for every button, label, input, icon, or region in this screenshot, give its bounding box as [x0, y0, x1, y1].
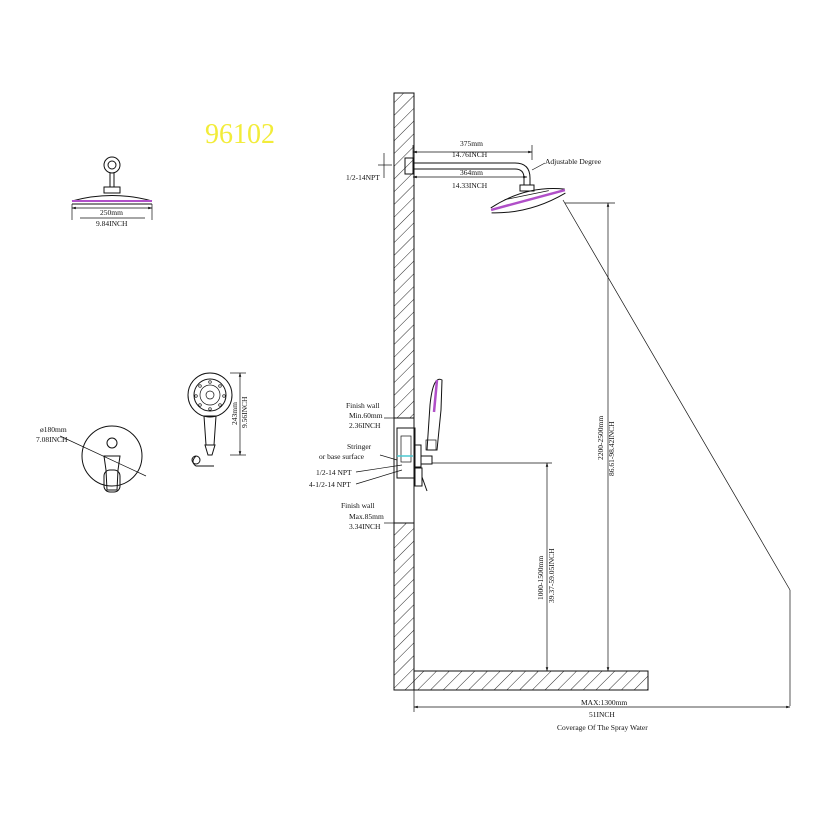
npt-four-label: 4-1/2-14 NPT	[309, 480, 351, 489]
finish-wall-max-inch: 3.34INCH	[349, 522, 381, 531]
rain-head-side	[490, 188, 566, 214]
arm-reach-mm: 364mm	[460, 168, 483, 177]
trim-diameter-mm: ø180mm	[40, 425, 67, 434]
coverage-in: 51INCH	[589, 710, 615, 719]
model-number: 96102	[205, 119, 275, 150]
hand-length-in: 9.56INCH	[240, 396, 249, 428]
valve-height-in: 39.37-59.05INCH	[547, 548, 556, 603]
finish-wall-max-value: Max.85mm	[349, 512, 384, 521]
rain-head-view	[71, 156, 153, 220]
coverage-mm: MAX:1300mm	[581, 698, 627, 707]
coverage-text: Coverage Of The Spray Water	[557, 723, 648, 732]
head-height-mm: 2200-2500mm	[596, 416, 605, 460]
stringer-sub-label: or base surface	[319, 452, 365, 461]
hand-shower-side	[425, 378, 443, 451]
arm-npt-label: 1/2-14NPT	[346, 173, 380, 182]
hand-length-mm: 243mm	[230, 402, 239, 425]
finish-wall-cavity	[393, 417, 415, 524]
head-width-mm: 250mm	[100, 208, 123, 217]
npt-half-label: 1/2-14 NPT	[316, 468, 352, 477]
adjustable-degree-label: Adjustable Degree	[545, 157, 602, 166]
head-width-in: 9.84INCH	[96, 219, 128, 228]
mixing-valve	[396, 427, 433, 492]
shower-arm	[378, 145, 535, 192]
head-height-in: 86.61-98.42INCH	[607, 421, 616, 476]
finish-wall-min-value: Min.60mm	[349, 411, 383, 420]
finish-wall-min-inch: 2.36INCH	[349, 421, 381, 430]
valve-height-mm: 1000-1500mm	[536, 556, 545, 600]
finish-wall-min-title: Finish wall	[346, 401, 380, 410]
arm-total-mm: 375mm	[460, 139, 483, 148]
arm-reach-in: 14.33INCH	[452, 181, 488, 190]
stringer-label: Stringer	[347, 442, 372, 451]
valve-trim-view	[59, 425, 147, 493]
floor-section	[413, 670, 649, 691]
hand-shower-view	[187, 372, 246, 467]
trim-diameter-in: 7.08INCH	[36, 435, 68, 444]
finish-wall-max-title: Finish wall	[341, 501, 375, 510]
spray-coverage-line	[562, 199, 791, 591]
arm-total-in: 14.76INCH	[452, 150, 488, 159]
wall-section	[393, 92, 415, 691]
